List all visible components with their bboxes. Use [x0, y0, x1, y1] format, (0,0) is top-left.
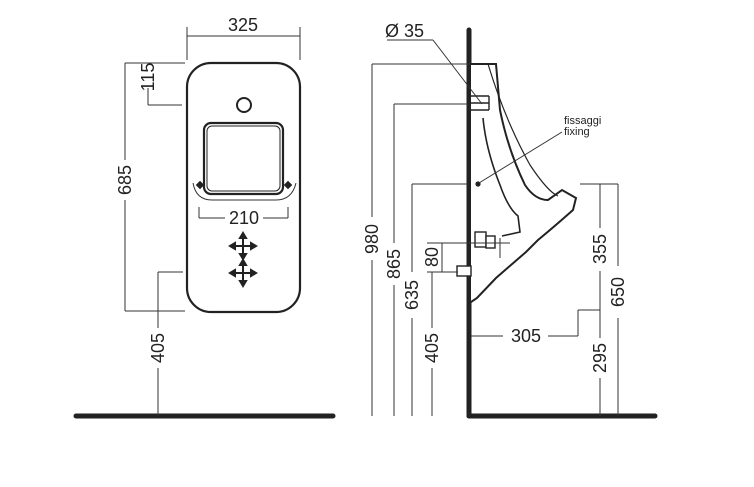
- side-view: Ø 35 fissaggi fixing 980 865 635 80 405: [362, 21, 658, 419]
- fixing-marker-left: [195, 180, 205, 190]
- drain-cross-bottom: [228, 258, 258, 288]
- front-inner-square: [202, 121, 285, 196]
- dim-355: 355: [590, 234, 610, 264]
- dim-635: 635: [402, 280, 422, 310]
- dim-305: 305: [511, 326, 541, 346]
- dim-inner-210: 210: [229, 208, 259, 228]
- front-bowl-rim: [192, 182, 297, 201]
- drain-coupler: [474, 231, 487, 248]
- dim-floor-405: 405: [148, 333, 168, 363]
- fixing-marker-right: [283, 180, 293, 190]
- dim-865: 865: [384, 249, 404, 279]
- dim-diameter: Ø 35: [385, 21, 424, 41]
- label-fixing-en: fixing: [564, 126, 590, 138]
- side-urinal-outline: [470, 63, 578, 303]
- dim-295: 295: [590, 343, 610, 373]
- front-urinal-outline: [185, 61, 302, 314]
- dim-top-115: 115: [138, 63, 158, 92]
- dim-width-325: 325: [228, 15, 258, 35]
- dim-80: 80: [422, 247, 442, 267]
- inlet-circle: [236, 97, 252, 113]
- front-view: 325 210 115 685 405: [73, 15, 336, 419]
- drain-cross-top: [228, 231, 258, 261]
- dim-650: 650: [608, 277, 628, 307]
- dim-height-685: 685: [115, 165, 135, 195]
- label-fixing-it: fissaggi: [564, 115, 601, 127]
- side-bowl-inner: [482, 117, 521, 237]
- drain-outlet: [456, 265, 472, 277]
- dim-side-405: 405: [422, 333, 442, 363]
- dim-980: 980: [362, 224, 382, 254]
- inlet-pipe: [471, 95, 490, 111]
